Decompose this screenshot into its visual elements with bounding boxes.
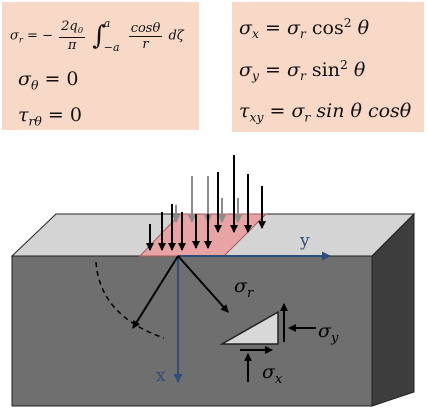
radial-arrow-left bbox=[132, 255, 179, 329]
sigma-x-label: σx bbox=[262, 361, 283, 387]
block-side-face bbox=[371, 212, 415, 407]
radial-arrow-right bbox=[177, 255, 229, 313]
tau-r-theta-equation: τrθ = 0 bbox=[18, 104, 82, 129]
y-axis-label: y bbox=[299, 231, 310, 251]
sigma-y-equation: σy = σr sin2 θ bbox=[239, 58, 366, 84]
load-arrows-front bbox=[146, 204, 212, 251]
sigma-r-label: σr bbox=[234, 275, 254, 301]
integral-sign: ∫ bbox=[92, 21, 106, 51]
x-axis-label: x bbox=[156, 366, 166, 386]
stress-element-triangle bbox=[219, 310, 279, 345]
sigma-theta-equation: σθ = 0 bbox=[18, 68, 79, 93]
tau-xy-equation: τxy = σr sin θ cosθ bbox=[239, 100, 412, 125]
sigma-x-equation: σx = σr cos2 θ bbox=[239, 16, 370, 42]
equation-panel-right: σx = σr cos2 θ σy = σr sin2 θ τxy = σr s… bbox=[232, 2, 424, 132]
load-arrows-middle bbox=[214, 155, 266, 233]
dashed-arc bbox=[95, 261, 165, 339]
sigma-y-label: σy bbox=[318, 320, 339, 346]
